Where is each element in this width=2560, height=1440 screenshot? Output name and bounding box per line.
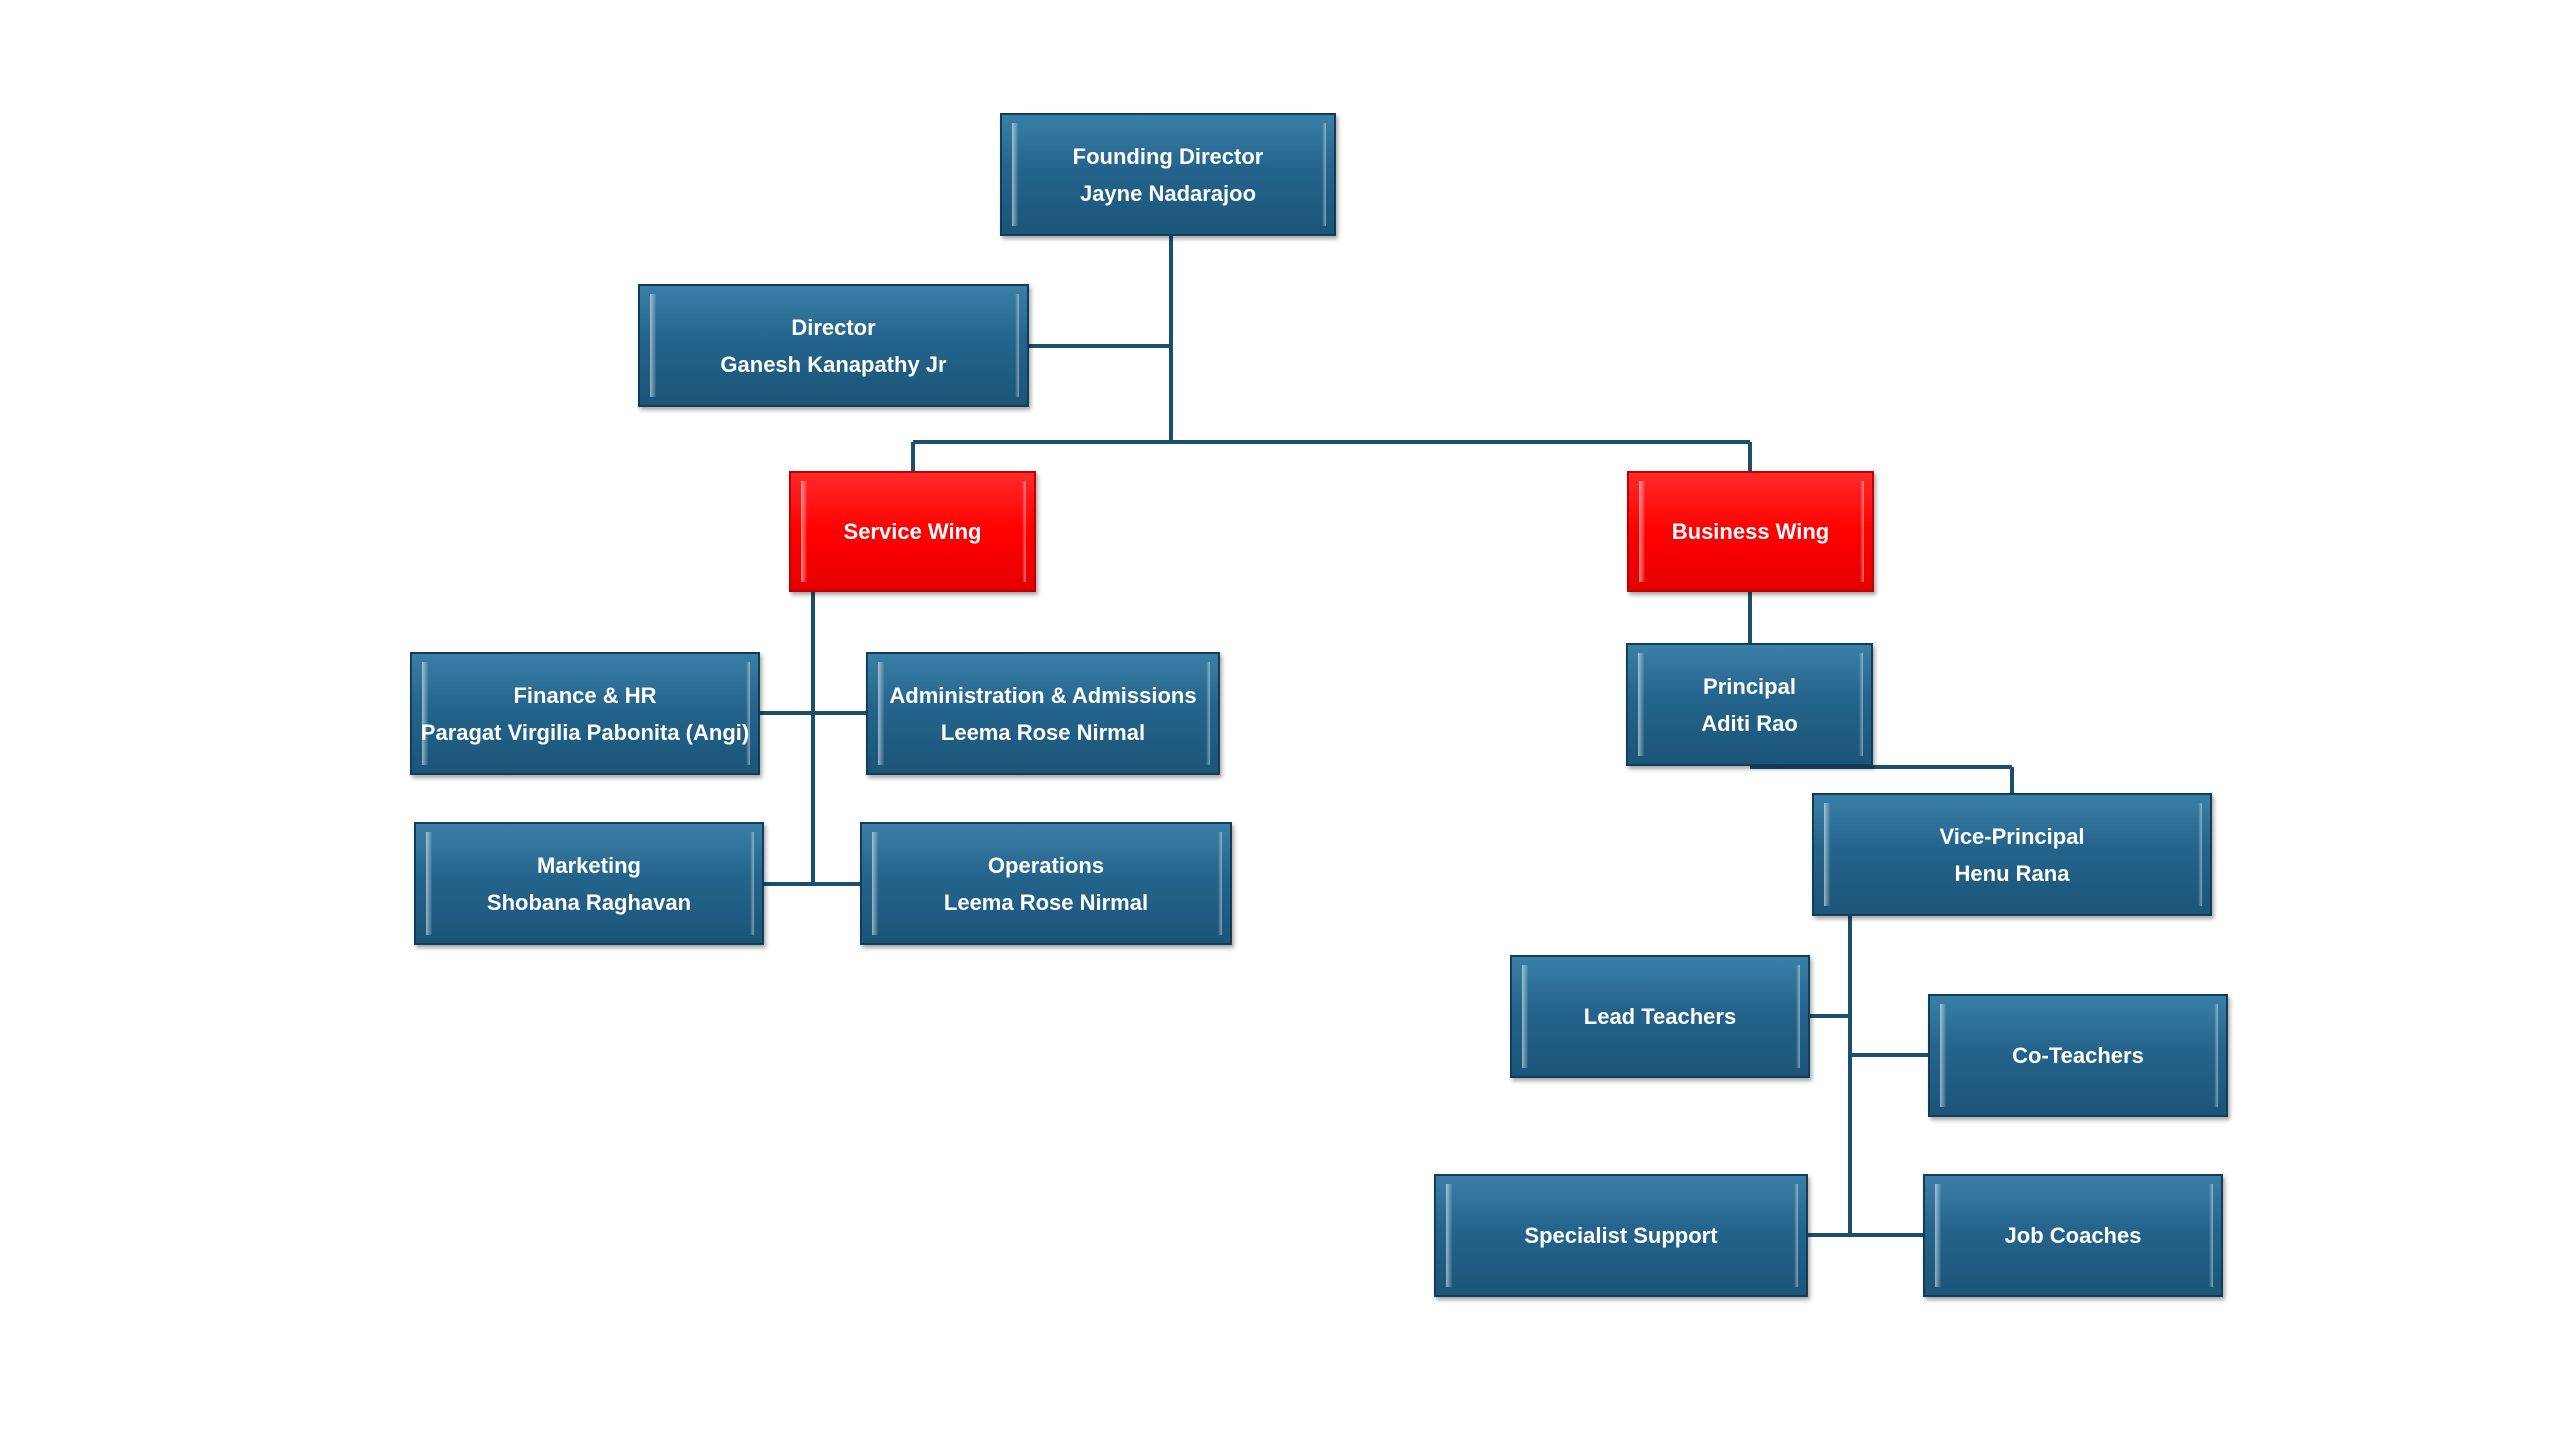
- node-director: Director Ganesh Kanapathy Jr: [638, 284, 1029, 407]
- node-job-coaches-role: Job Coaches: [2004, 1223, 2142, 1248]
- node-business-wing: Business Wing: [1627, 471, 1874, 592]
- node-specialist-support-role: Specialist Support: [1524, 1223, 1718, 1248]
- node-marketing-name: Shobana Raghavan: [486, 889, 692, 915]
- node-service-wing-role: Service Wing: [843, 519, 982, 544]
- node-founding-director-name: Jayne Nadarajoo: [1079, 180, 1257, 206]
- node-operations: Operations Leema Rose Nirmal: [860, 822, 1232, 945]
- node-principal-role: Principal: [1703, 673, 1796, 699]
- node-co-teachers-role: Co-Teachers: [2012, 1043, 2144, 1068]
- node-business-wing-role: Business Wing: [1671, 519, 1830, 544]
- node-founding-director: Founding Director Jayne Nadarajoo: [1000, 113, 1336, 236]
- node-admin-admissions-name: Leema Rose Nirmal: [940, 719, 1146, 745]
- node-marketing-role: Marketing: [537, 852, 641, 878]
- node-principal: Principal Aditi Rao: [1626, 643, 1873, 766]
- node-founding-director-role: Founding Director: [1072, 143, 1264, 169]
- node-specialist-support: Specialist Support: [1434, 1174, 1808, 1297]
- node-finance-hr-name: Paragat Virgilia Pabonita (Angi): [420, 719, 750, 745]
- node-service-wing: Service Wing: [789, 471, 1036, 592]
- node-director-role: Director: [791, 314, 876, 340]
- node-vice-principal-role: Vice-Principal: [1939, 823, 2085, 849]
- node-principal-name: Aditi Rao: [1701, 710, 1798, 736]
- node-lead-teachers-role: Lead Teachers: [1583, 1004, 1737, 1029]
- node-job-coaches: Job Coaches: [1923, 1174, 2223, 1297]
- node-director-name: Ganesh Kanapathy Jr: [720, 351, 947, 377]
- node-operations-role: Operations: [987, 852, 1105, 878]
- node-vice-principal: Vice-Principal Henu Rana: [1812, 793, 2212, 916]
- node-marketing: Marketing Shobana Raghavan: [414, 822, 764, 945]
- node-finance-hr: Finance & HR Paragat Virgilia Pabonita (…: [410, 652, 760, 775]
- node-lead-teachers: Lead Teachers: [1510, 955, 1810, 1078]
- node-vice-principal-name: Henu Rana: [1954, 860, 2070, 886]
- node-co-teachers: Co-Teachers: [1928, 994, 2228, 1117]
- node-finance-hr-role: Finance & HR: [513, 682, 657, 708]
- node-admin-admissions-role: Administration & Admissions: [889, 682, 1197, 708]
- node-operations-name: Leema Rose Nirmal: [943, 889, 1149, 915]
- node-admin-admissions: Administration & Admissions Leema Rose N…: [866, 652, 1220, 775]
